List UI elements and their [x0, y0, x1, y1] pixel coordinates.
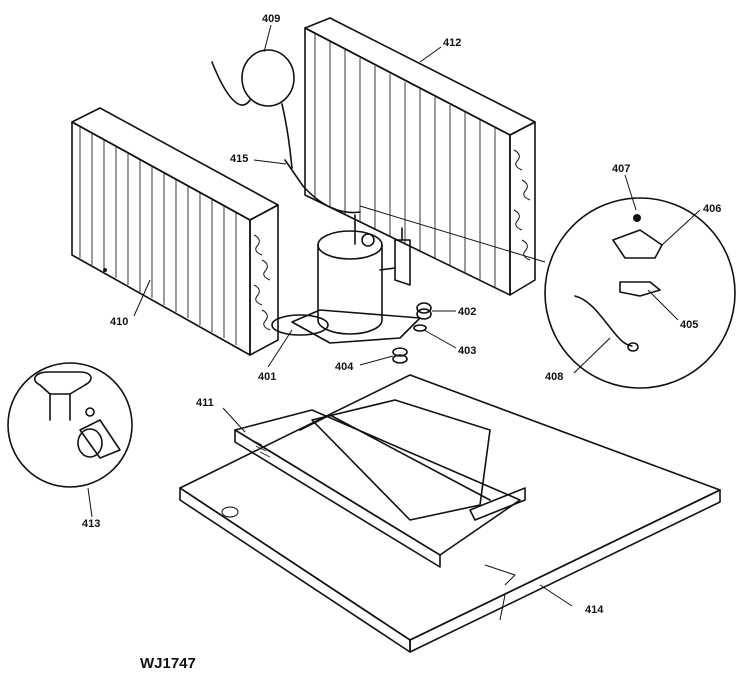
- label-403: 403: [458, 345, 476, 357]
- left-coil-410: [71, 107, 279, 356]
- label-414: 414: [585, 604, 604, 616]
- sensor-bulb-415: [284, 159, 361, 214]
- label-415: 415: [230, 153, 248, 165]
- label-411: 411: [196, 397, 214, 409]
- compressor-401: [271, 214, 421, 344]
- label-402: 402: [458, 306, 476, 318]
- label-410: 410: [110, 316, 128, 328]
- label-401: 401: [258, 371, 276, 383]
- part-labels: 409 412 415 410 401 402 403 404 411 414 …: [82, 13, 721, 616]
- grommet-402: [416, 302, 432, 320]
- label-405: 405: [680, 319, 698, 331]
- right-coil-412: [304, 17, 536, 296]
- terminal-detail-circle: [359, 197, 736, 389]
- label-406: 406: [703, 203, 721, 215]
- label-408: 408: [545, 371, 563, 383]
- base-pan-414: [179, 374, 721, 653]
- label-413: 413: [82, 518, 100, 530]
- drawing-code: WJ1747: [140, 655, 196, 672]
- leader-lines: [87, 24, 701, 607]
- capillary-tube-409: [211, 49, 295, 169]
- label-407: 407: [612, 163, 630, 175]
- mount-404: [392, 347, 408, 364]
- capacitor-detail-circle: [7, 362, 133, 488]
- label-412: 412: [443, 37, 461, 49]
- washer-403: [413, 324, 427, 332]
- label-404: 404: [335, 361, 354, 373]
- label-409: 409: [262, 13, 280, 25]
- drain-tray-411: [234, 399, 526, 568]
